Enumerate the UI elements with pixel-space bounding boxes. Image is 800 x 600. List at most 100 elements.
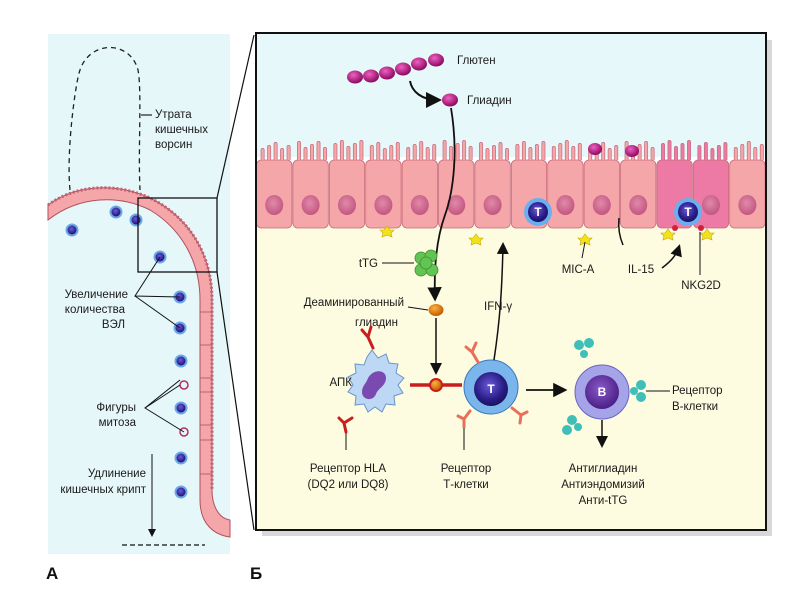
- ifn-gamma-label: IFN-γ: [484, 301, 512, 313]
- iel-label-1: Увеличение: [65, 289, 128, 301]
- microvillus: [521, 141, 526, 160]
- microvillus: [323, 147, 327, 160]
- iel-letter: T: [684, 205, 692, 219]
- gliadin-on-surface: [625, 145, 639, 157]
- cell-dividers-a: [200, 311, 212, 475]
- microvillus: [564, 140, 569, 160]
- panel-a-label: А: [46, 564, 58, 583]
- microvillus: [310, 144, 314, 160]
- nkg2d-label: NKG2D: [681, 280, 721, 292]
- microvillus: [614, 145, 619, 160]
- iel-label-2: количества: [65, 304, 126, 316]
- microvillus: [528, 147, 533, 160]
- microvillus: [462, 140, 467, 160]
- ifn-gamma-arrow: [493, 242, 509, 361]
- enterocyte: [256, 159, 293, 229]
- microvillus: [541, 141, 546, 160]
- enterocyte-nucleus: [483, 195, 502, 215]
- gliadin-on-surface: [588, 143, 602, 155]
- microvillus: [333, 143, 338, 160]
- microvillus: [680, 143, 685, 160]
- magnification-box: [137, 197, 218, 273]
- lumen-area: [256, 33, 766, 157]
- mica-leader: [581, 241, 586, 259]
- microvillus: [280, 148, 285, 160]
- microvillus: [376, 142, 381, 160]
- microvillus: [674, 146, 678, 160]
- apc-cell: [347, 349, 405, 413]
- microvillus: [601, 142, 606, 160]
- microvillus: [571, 146, 576, 160]
- tcr-label-2: Т-клетки: [443, 479, 488, 491]
- deamidated-leader: [407, 306, 429, 311]
- microvillus: [650, 147, 655, 160]
- b-cell: B: [574, 364, 630, 420]
- villi-loss-label-2: кишечных: [155, 124, 208, 136]
- enterocyte-nucleus: [301, 195, 320, 215]
- microvillus: [260, 148, 265, 160]
- microvillus: [406, 147, 411, 160]
- enterocyte: [328, 159, 366, 229]
- enterocyte-row: [256, 140, 766, 229]
- microvillus: [412, 144, 417, 160]
- hla-label-2: (DQ2 или DQ8): [308, 479, 389, 491]
- antibody-label-1: Антиглиадин: [569, 463, 638, 475]
- microvillus: [505, 148, 509, 160]
- enterocyte-nucleus: [556, 195, 575, 215]
- enterocyte: [620, 159, 657, 229]
- brush-border: [47, 186, 214, 490]
- mica-label: MIC-A: [562, 264, 595, 276]
- microvillus: [382, 148, 387, 160]
- enterocyte: [365, 159, 402, 229]
- microvillus: [733, 147, 738, 160]
- microvillus: [577, 143, 582, 160]
- microvillus: [740, 144, 745, 160]
- microvillus: [753, 147, 758, 160]
- bcr-label-2: В-клетки: [672, 401, 718, 413]
- apc-label: АПК: [329, 377, 352, 389]
- deamidated-gliadin: [428, 304, 444, 316]
- ttg-label: tTG: [359, 258, 378, 270]
- microvillus: [369, 145, 374, 160]
- il15-line: [618, 217, 624, 246]
- b-cell-receptor: [562, 338, 646, 435]
- mitosis-label-2: митоза: [99, 417, 137, 429]
- leaders-a: [134, 256, 185, 433]
- nkg2d-receptor: [672, 225, 678, 231]
- gliadin-label: Глиадин: [467, 95, 512, 107]
- microvillus: [267, 145, 272, 160]
- microvillus: [703, 142, 708, 160]
- t-helper-cell: T: [463, 359, 519, 415]
- microvillus: [442, 140, 447, 160]
- gluten-chain: [347, 53, 444, 84]
- microvillus: [449, 146, 454, 160]
- microvillus: [687, 140, 691, 160]
- panel-shadow: [766, 40, 772, 536]
- microvillus: [637, 144, 642, 160]
- hla-receptor: [337, 325, 375, 434]
- microvillus: [479, 142, 483, 160]
- microvillus: [746, 141, 751, 160]
- microvillus: [297, 141, 301, 160]
- panel-b-frame: [255, 32, 767, 531]
- bcr-label-1: Рецептор: [672, 385, 723, 397]
- t-cell-letter: T: [487, 382, 495, 396]
- microvillus: [710, 148, 715, 160]
- enterocyte-nucleus: [338, 195, 356, 215]
- mitosis-figure: [179, 427, 189, 437]
- microvillus: [558, 143, 563, 160]
- panel-a: Утрата кишечных ворсин Увеличение количе…: [47, 34, 255, 554]
- gliadin-molecule: [442, 93, 458, 107]
- enterocyte: [583, 159, 620, 229]
- antibody-label-3: Анти-tTG: [579, 495, 628, 507]
- microvillus: [346, 146, 351, 160]
- panel-b-label: Б: [250, 564, 262, 583]
- ttg-enzyme: [414, 249, 439, 277]
- microvillus: [485, 148, 490, 160]
- villi-loss-label-1: Утрата: [155, 109, 192, 121]
- mica-molecules: [379, 225, 715, 246]
- il15-arrow: [661, 244, 682, 269]
- microvillus: [419, 141, 424, 160]
- enterocyte: [729, 159, 766, 229]
- enterocyte-nucleus: [738, 195, 757, 215]
